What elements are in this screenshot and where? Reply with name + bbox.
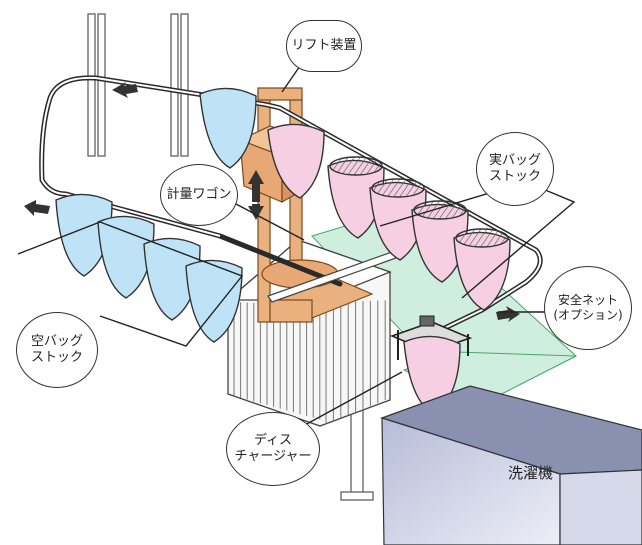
ceiling-supports (87, 13, 374, 501)
empty-bag-stock-callout: 空バッグ ストック (16, 312, 98, 388)
empty-bag-stock-label-line1: 空バッグ (30, 333, 83, 349)
bracket-lines (17, 65, 576, 433)
safety-net-label-line1: 安全ネット (557, 293, 618, 307)
full-bag-stock-label-line2: ストック (488, 169, 541, 184)
full-bags (267, 123, 511, 311)
washer-label: 洗濯機 (508, 464, 553, 482)
weigh-wagon-label: 計量ワゴン (166, 186, 232, 202)
direction-arrows (24, 82, 520, 322)
empty-bag-stock-label-line2: ストック (30, 350, 83, 365)
full-bag (267, 123, 325, 199)
empty-bag (185, 259, 243, 343)
discharger-label-line2: チャージャー (234, 449, 312, 464)
rail-inner (40, 76, 542, 341)
lift-arrow (248, 170, 264, 220)
weigh-wagon-callout: 計量ワゴン (160, 164, 238, 226)
safety-net-label-line2: (オプション) (553, 308, 623, 322)
washing-machine (380, 385, 642, 545)
full-bag-stock-label-line1: 実バッグ (488, 152, 541, 168)
lift-callout: リフト装置 (286, 20, 362, 72)
full-bag-stock-callout: 実バッグ ストック (476, 132, 554, 206)
empty-bag (199, 87, 257, 169)
discharger-label-line1: ディス (253, 432, 293, 448)
lift-label: リフト装置 (291, 37, 357, 53)
safety-net-callout: 安全ネット (オプション) (544, 266, 632, 350)
discharger-callout: ディス チャージャー (226, 412, 320, 486)
empty-bags (55, 87, 257, 343)
